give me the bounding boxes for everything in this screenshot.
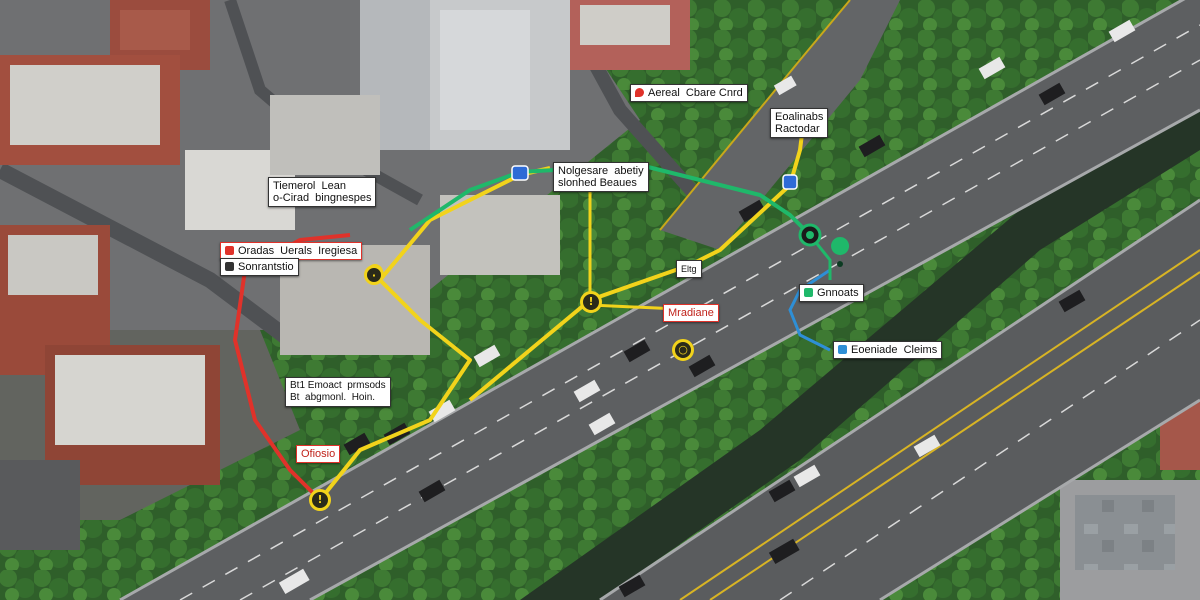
label-top-center[interactable]: Aereal Cbare Cnrd <box>630 84 748 102</box>
highway-lane-marking <box>779 319 1200 600</box>
route-blue[interactable] <box>788 268 831 352</box>
route-green[interactable] <box>408 163 812 237</box>
navigation-icon <box>804 288 813 297</box>
highway-lane-marking <box>239 59 1200 600</box>
label-center-small[interactable]: Eltg <box>676 260 702 278</box>
info-icon <box>225 262 234 271</box>
info-icon <box>838 345 847 354</box>
navigation-marker-icon[interactable] <box>798 223 822 247</box>
warning-icon <box>225 246 234 255</box>
city-street <box>0 162 295 347</box>
highway-barrier <box>309 108 1200 600</box>
label-right-lower[interactable]: Eoeniade Cleims <box>833 341 943 359</box>
label-left-upper[interactable]: Tiemerol Lean o-Cirad bingnespes <box>268 177 377 207</box>
map-pin-icon[interactable] <box>831 237 850 275</box>
route-yellow-main[interactable] <box>318 166 551 502</box>
label-red[interactable]: Mradiane <box>663 304 719 322</box>
highway-barrier <box>879 398 1200 600</box>
route-pin-icon[interactable]: ○ <box>672 339 694 361</box>
label-right-green[interactable]: Gnnoats <box>799 284 864 302</box>
route-pin-icon[interactable]: ! <box>309 489 331 511</box>
highway-lane-yellow <box>679 249 1200 600</box>
route-red[interactable] <box>233 233 351 502</box>
highway-barrier <box>119 0 1186 600</box>
highway-barrier <box>599 198 1200 600</box>
highway-shield-icon <box>782 174 798 190</box>
label-left-sub[interactable]: Sonrantstio <box>220 258 299 276</box>
label-top-right[interactable]: Eoalinabs Ractodar <box>770 108 829 138</box>
ramp-edge <box>659 0 851 231</box>
highway-upper <box>120 0 1200 600</box>
label-bottom-red[interactable]: Ofiosio <box>296 445 341 463</box>
route-pin-icon[interactable]: · <box>364 265 384 285</box>
label-center[interactable]: Nolgesare abetiy slonhed Beaues <box>553 162 649 192</box>
map-pin-icon <box>635 88 644 97</box>
label-left-mid[interactable]: Bt1 Emoact prmsods Bt abgmonl. Hoin. <box>285 377 391 407</box>
route-pin-icon[interactable]: ! <box>580 291 602 313</box>
highway-shield-icon <box>511 165 529 181</box>
